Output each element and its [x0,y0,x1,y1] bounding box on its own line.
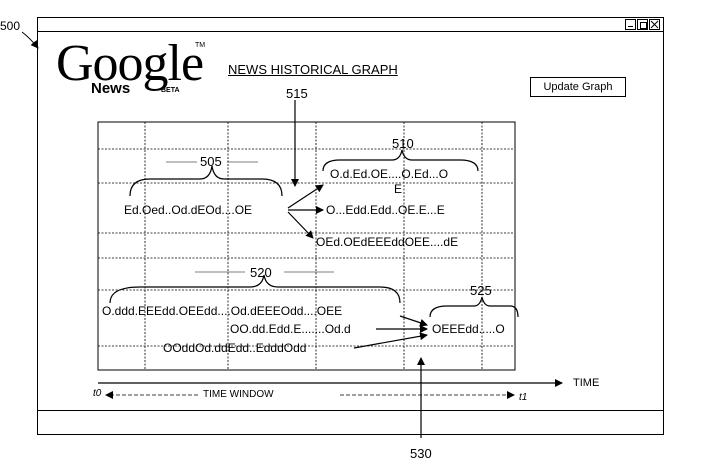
minimize-icon[interactable] [625,19,636,30]
figure-ref-500: 500 [0,19,21,33]
google-logo: Google [56,35,204,92]
arrow-520a-to-525 [399,315,428,327]
sequence-510-a-cont: E [394,182,403,196]
ref-530: 530 [410,446,432,461]
title-bar-divider [38,31,663,32]
figure-ref-leader [21,31,39,49]
ref-515: 515 [286,86,308,101]
ref-520: 520 [250,265,272,280]
status-bar-divider [38,410,663,411]
sequence-510-b: O...Edd.Edd..OE.E...E [326,203,445,217]
maximize-icon[interactable] [637,19,648,30]
logo-beta: BETA [161,87,180,94]
arrow-505-to-510a [287,184,324,209]
update-graph-button[interactable]: Update Graph [530,77,626,97]
brace-505 [129,165,283,197]
page-title: NEWS HISTORICAL GRAPH [228,62,398,77]
brace-510 [322,149,479,172]
ref-525: 525 [470,283,492,298]
sequence-510-a: O.d.Ed.OE....O.Ed...O [330,167,449,181]
graph-grid [97,121,516,371]
axis-start-label: t0 [93,388,102,399]
sequence-510-c: OEd.OEdEEEddOEE....dE [316,235,459,249]
ref-505: 505 [200,154,222,169]
sequence-520-b: OO.dd.Edd.E.......Od.d [230,322,351,336]
browser-window: Google TM News BETA NEWS HISTORICAL GRAP… [37,17,664,435]
sequence-520-a: O.ddd.EEEdd.OEEdd....Od.dEEEOdd....OEE [102,304,343,318]
arrow-520c-to-525 [353,332,428,349]
logo-trademark: TM [195,42,206,49]
sequence-520-c: OOddOd.ddEdd..EdddOdd [163,341,307,355]
axis-end-label: t1 [519,392,528,403]
time-axis-label: TIME [573,377,600,389]
time-window-label: TIME WINDOW [203,389,274,400]
arrow-505-to-510c [287,211,314,239]
ref-510: 510 [392,136,414,151]
logo-news: News [91,80,131,97]
sequence-505: Ed.Oed..Od.dEOd....OE [124,203,253,217]
close-icon[interactable] [649,19,660,30]
sequence-525: OEEEdd.....O [432,322,505,336]
brace-525 [429,296,519,318]
brace-520 [109,274,401,304]
